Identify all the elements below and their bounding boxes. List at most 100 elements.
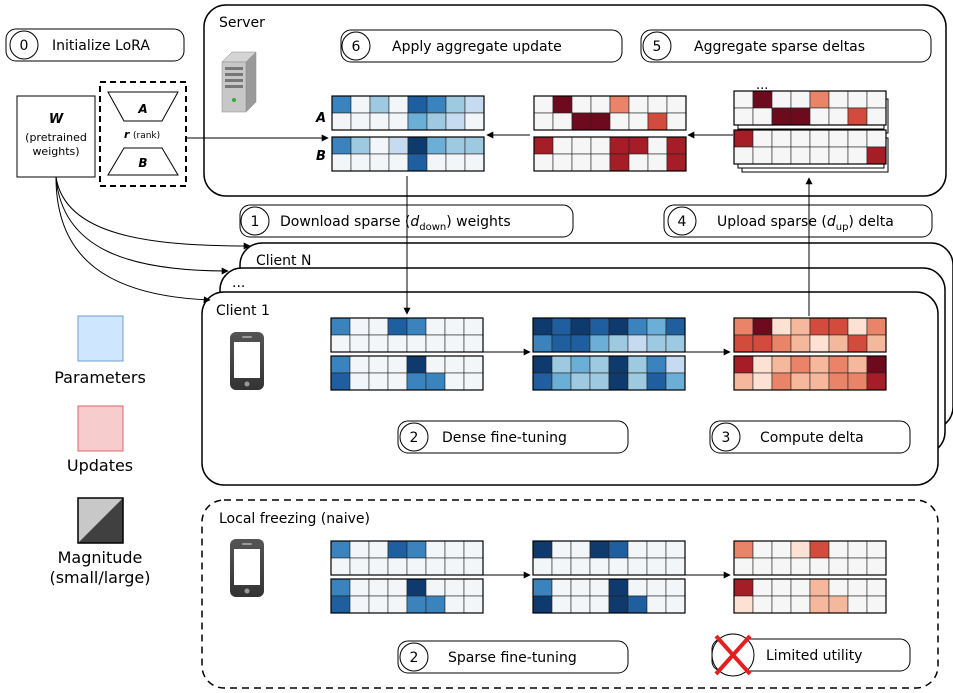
matrix-cell xyxy=(847,578,868,597)
step5-number: 5 xyxy=(653,39,662,55)
matrix-cell xyxy=(589,355,610,374)
matrix-cell xyxy=(733,146,754,165)
legend-parameters-label: Parameters xyxy=(54,368,146,387)
red-x-icon xyxy=(714,634,752,676)
matrix-cell xyxy=(809,317,830,336)
matrix-cell xyxy=(552,112,573,131)
step2-label: Dense fine-tuning xyxy=(442,430,567,446)
matrix-cell xyxy=(349,334,370,353)
matrix-border xyxy=(532,578,686,614)
matrix-cell xyxy=(628,112,649,131)
arrow-w-to-client-n xyxy=(55,176,251,250)
matrix-cell xyxy=(590,153,611,172)
matrix-cell xyxy=(665,595,686,614)
matrix-cell xyxy=(368,595,389,614)
matrix-cell xyxy=(828,540,849,559)
matrix-cell xyxy=(387,540,408,559)
client-ellipsis: ... xyxy=(232,275,245,291)
matrix-cell xyxy=(866,355,887,374)
legend-magnitude-swatch xyxy=(77,497,124,544)
matrix-cell xyxy=(350,153,371,172)
matrix-cell xyxy=(445,153,466,172)
matrix-cell xyxy=(589,578,610,597)
matrix-cell xyxy=(828,107,849,126)
matrix-border xyxy=(532,540,686,576)
step1-label-suffix: ) weights xyxy=(446,214,510,230)
matrix-cell xyxy=(809,595,830,614)
matrix-cell xyxy=(464,95,485,114)
matrix-cell xyxy=(847,334,868,353)
matrix-clientUpA xyxy=(733,90,887,126)
matrix-cell xyxy=(647,136,668,155)
matrix-cell xyxy=(752,334,773,353)
matrix-cell xyxy=(847,129,868,148)
matrix-c2A xyxy=(532,317,686,353)
matrix-cell xyxy=(533,136,554,155)
matrix-cell xyxy=(388,136,409,155)
server-stack-ellipsis: ... xyxy=(756,78,768,93)
matrix-cell xyxy=(368,334,389,353)
matrix-nvA1 xyxy=(330,540,484,576)
matrix-cell xyxy=(406,557,427,576)
matrix-cell xyxy=(627,334,648,353)
matrix-cell xyxy=(369,95,390,114)
arrows xyxy=(55,131,813,579)
matrix-cell xyxy=(627,557,648,576)
matrix-cell xyxy=(627,595,648,614)
matrix-cell xyxy=(331,136,352,155)
step5-label: Aggregate sparse deltas xyxy=(694,39,865,55)
matrix-cell xyxy=(330,355,351,374)
matrix-cell xyxy=(666,112,687,131)
matrix-cell xyxy=(609,153,630,172)
matrix-cell xyxy=(752,146,773,165)
pretrained-weights-box: W (pretrained weights) xyxy=(16,95,96,178)
matrix-cell xyxy=(387,334,408,353)
matrix-cell xyxy=(464,153,485,172)
matrix-cell xyxy=(532,372,553,391)
matrix-cell xyxy=(445,95,466,114)
matrix-cell xyxy=(733,90,754,109)
matrix-cell xyxy=(809,129,830,148)
pretrained-weights-line2: weights) xyxy=(32,145,79,158)
matrix-cell xyxy=(790,317,811,336)
matrix-cell xyxy=(809,578,830,597)
matrix-cell xyxy=(387,317,408,336)
matrix-cell xyxy=(752,107,773,126)
naive-step2-label: Sparse fine-tuning xyxy=(448,650,577,666)
step4-label: Upload sparse (dup) delta xyxy=(717,214,894,233)
matrix-cell xyxy=(628,95,649,114)
matrix-border xyxy=(532,355,686,391)
init-step: 0 Initialize LoRA xyxy=(5,28,185,62)
matrix-cell xyxy=(463,557,484,576)
matrix-cell xyxy=(771,146,792,165)
matrix-cell xyxy=(646,372,667,391)
matrix-cell xyxy=(847,372,868,391)
lora-b-label: B xyxy=(138,156,147,170)
matrix-cell xyxy=(646,540,667,559)
matrix-cell xyxy=(552,153,573,172)
matrix-cell xyxy=(368,355,389,374)
step2-dense: 2 Dense fine-tuning xyxy=(397,420,629,454)
matrix-cell xyxy=(444,595,465,614)
legend-parameters-swatch xyxy=(77,315,124,362)
matrix-cell xyxy=(551,557,572,576)
matrix-cell xyxy=(733,578,754,597)
matrix-cell xyxy=(532,540,553,559)
matrix-cell xyxy=(627,355,648,374)
step4-upload: 4 Upload sparse (dup) delta xyxy=(663,204,933,238)
matrix-cell xyxy=(771,595,792,614)
matrix-border xyxy=(733,129,887,165)
matrix-cell xyxy=(425,334,446,353)
matrix-cell xyxy=(590,112,611,131)
matrix-border xyxy=(733,90,887,126)
matrix-cell xyxy=(733,372,754,391)
matrix-cell xyxy=(551,334,572,353)
matrix-cell xyxy=(388,95,409,114)
matrix-cell xyxy=(752,372,773,391)
matrix-cell xyxy=(426,136,447,155)
matrix-cell xyxy=(349,578,370,597)
matrix-cell xyxy=(590,95,611,114)
matrix-cell xyxy=(828,557,849,576)
matrix-cell xyxy=(570,317,591,336)
matrix-cell xyxy=(369,112,390,131)
